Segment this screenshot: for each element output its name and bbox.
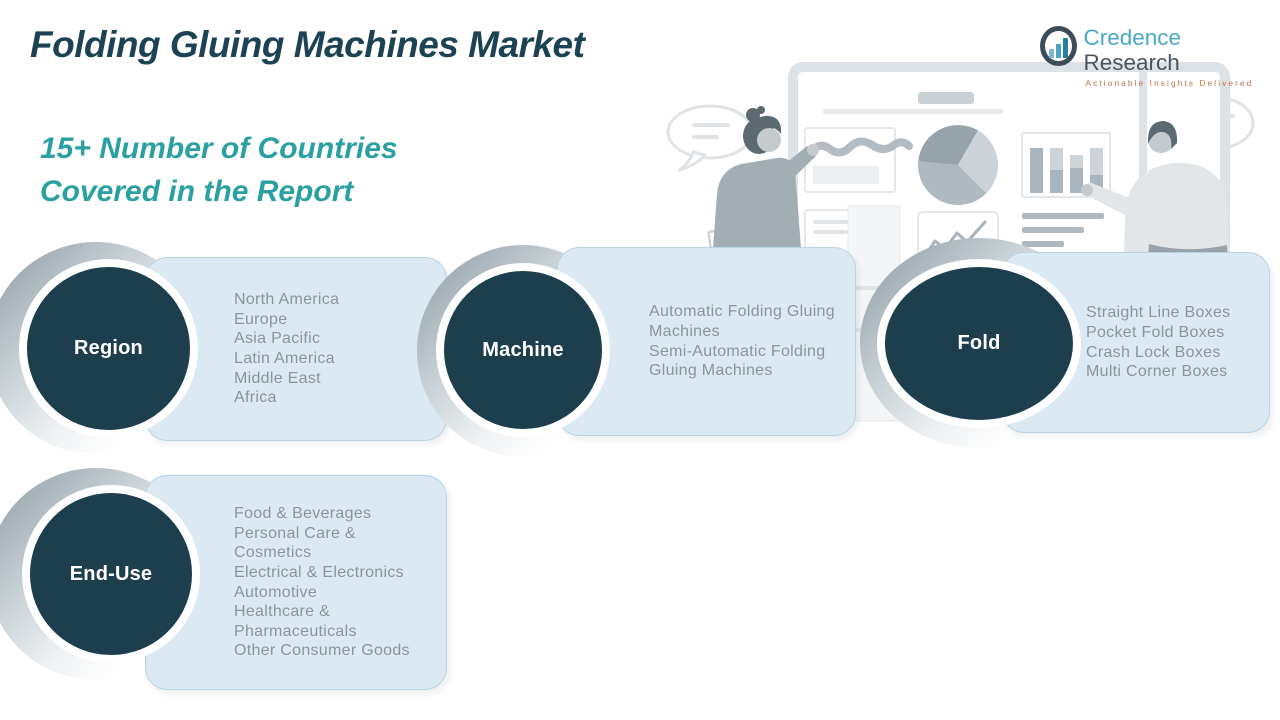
machine-label: Machine bbox=[482, 338, 564, 361]
credence-research-logo: Credence Research Actionable Insights De… bbox=[1040, 25, 1280, 88]
list-item: Straight Line Boxes bbox=[1086, 304, 1231, 322]
board-post bbox=[1139, 62, 1147, 258]
region-bubble: Region bbox=[19, 259, 198, 438]
page-subtitle: 15+ Number of Countries Covered in the R… bbox=[40, 132, 398, 208]
list-item: Personal Care & Cosmetics bbox=[234, 524, 356, 562]
list-item: Electrical & Electronics bbox=[234, 563, 404, 581]
board-subtitle-line bbox=[823, 109, 1003, 114]
list-item: Crash Lock Boxes bbox=[1086, 343, 1221, 361]
list-item: Semi-Automatic Folding Gluing Machines bbox=[649, 342, 826, 380]
list-item: North America bbox=[234, 291, 340, 309]
list-item: Multi Corner Boxes bbox=[1086, 363, 1228, 381]
list-item: Pocket Fold Boxes bbox=[1086, 323, 1225, 341]
board-title-bar bbox=[918, 92, 974, 104]
region-label: Region bbox=[74, 337, 143, 359]
speech-bubble-left-icon bbox=[666, 104, 754, 172]
list-item: Other Consumer Goods bbox=[234, 642, 410, 660]
list-item: Middle East bbox=[234, 369, 321, 387]
pie-chart-icon bbox=[918, 125, 998, 205]
list-item: Latin America bbox=[234, 350, 335, 367]
text-lines bbox=[1022, 213, 1104, 247]
line-chart-card bbox=[804, 127, 913, 193]
machine-bubble: Machine bbox=[436, 263, 610, 437]
fold-bubble: Fold bbox=[877, 259, 1081, 428]
list-item: Automotive bbox=[234, 583, 318, 601]
page-title: Folding Gluing Machines Market bbox=[30, 24, 585, 65]
list-item: Healthcare & Pharmaceuticals bbox=[234, 603, 357, 640]
end-use-bubble: End-Use bbox=[22, 485, 200, 663]
end-use-label: End-Use bbox=[69, 562, 153, 585]
fold-label: Fold bbox=[957, 332, 1001, 354]
list-item: Asia Pacific bbox=[234, 330, 321, 348]
list-item: Africa bbox=[234, 389, 277, 407]
list-item: Food & Beverages bbox=[234, 505, 372, 523]
logo-brand-name: Credence Research bbox=[1083, 25, 1182, 75]
bar-chart-card bbox=[1021, 132, 1111, 198]
list-item: Europe bbox=[234, 310, 288, 328]
bar-chart-circle-icon bbox=[1040, 26, 1077, 66]
list-item: Automatic Folding Gluing Machines bbox=[649, 303, 835, 340]
logo-tagline: Actionable Insights Delivered bbox=[1085, 77, 1254, 88]
